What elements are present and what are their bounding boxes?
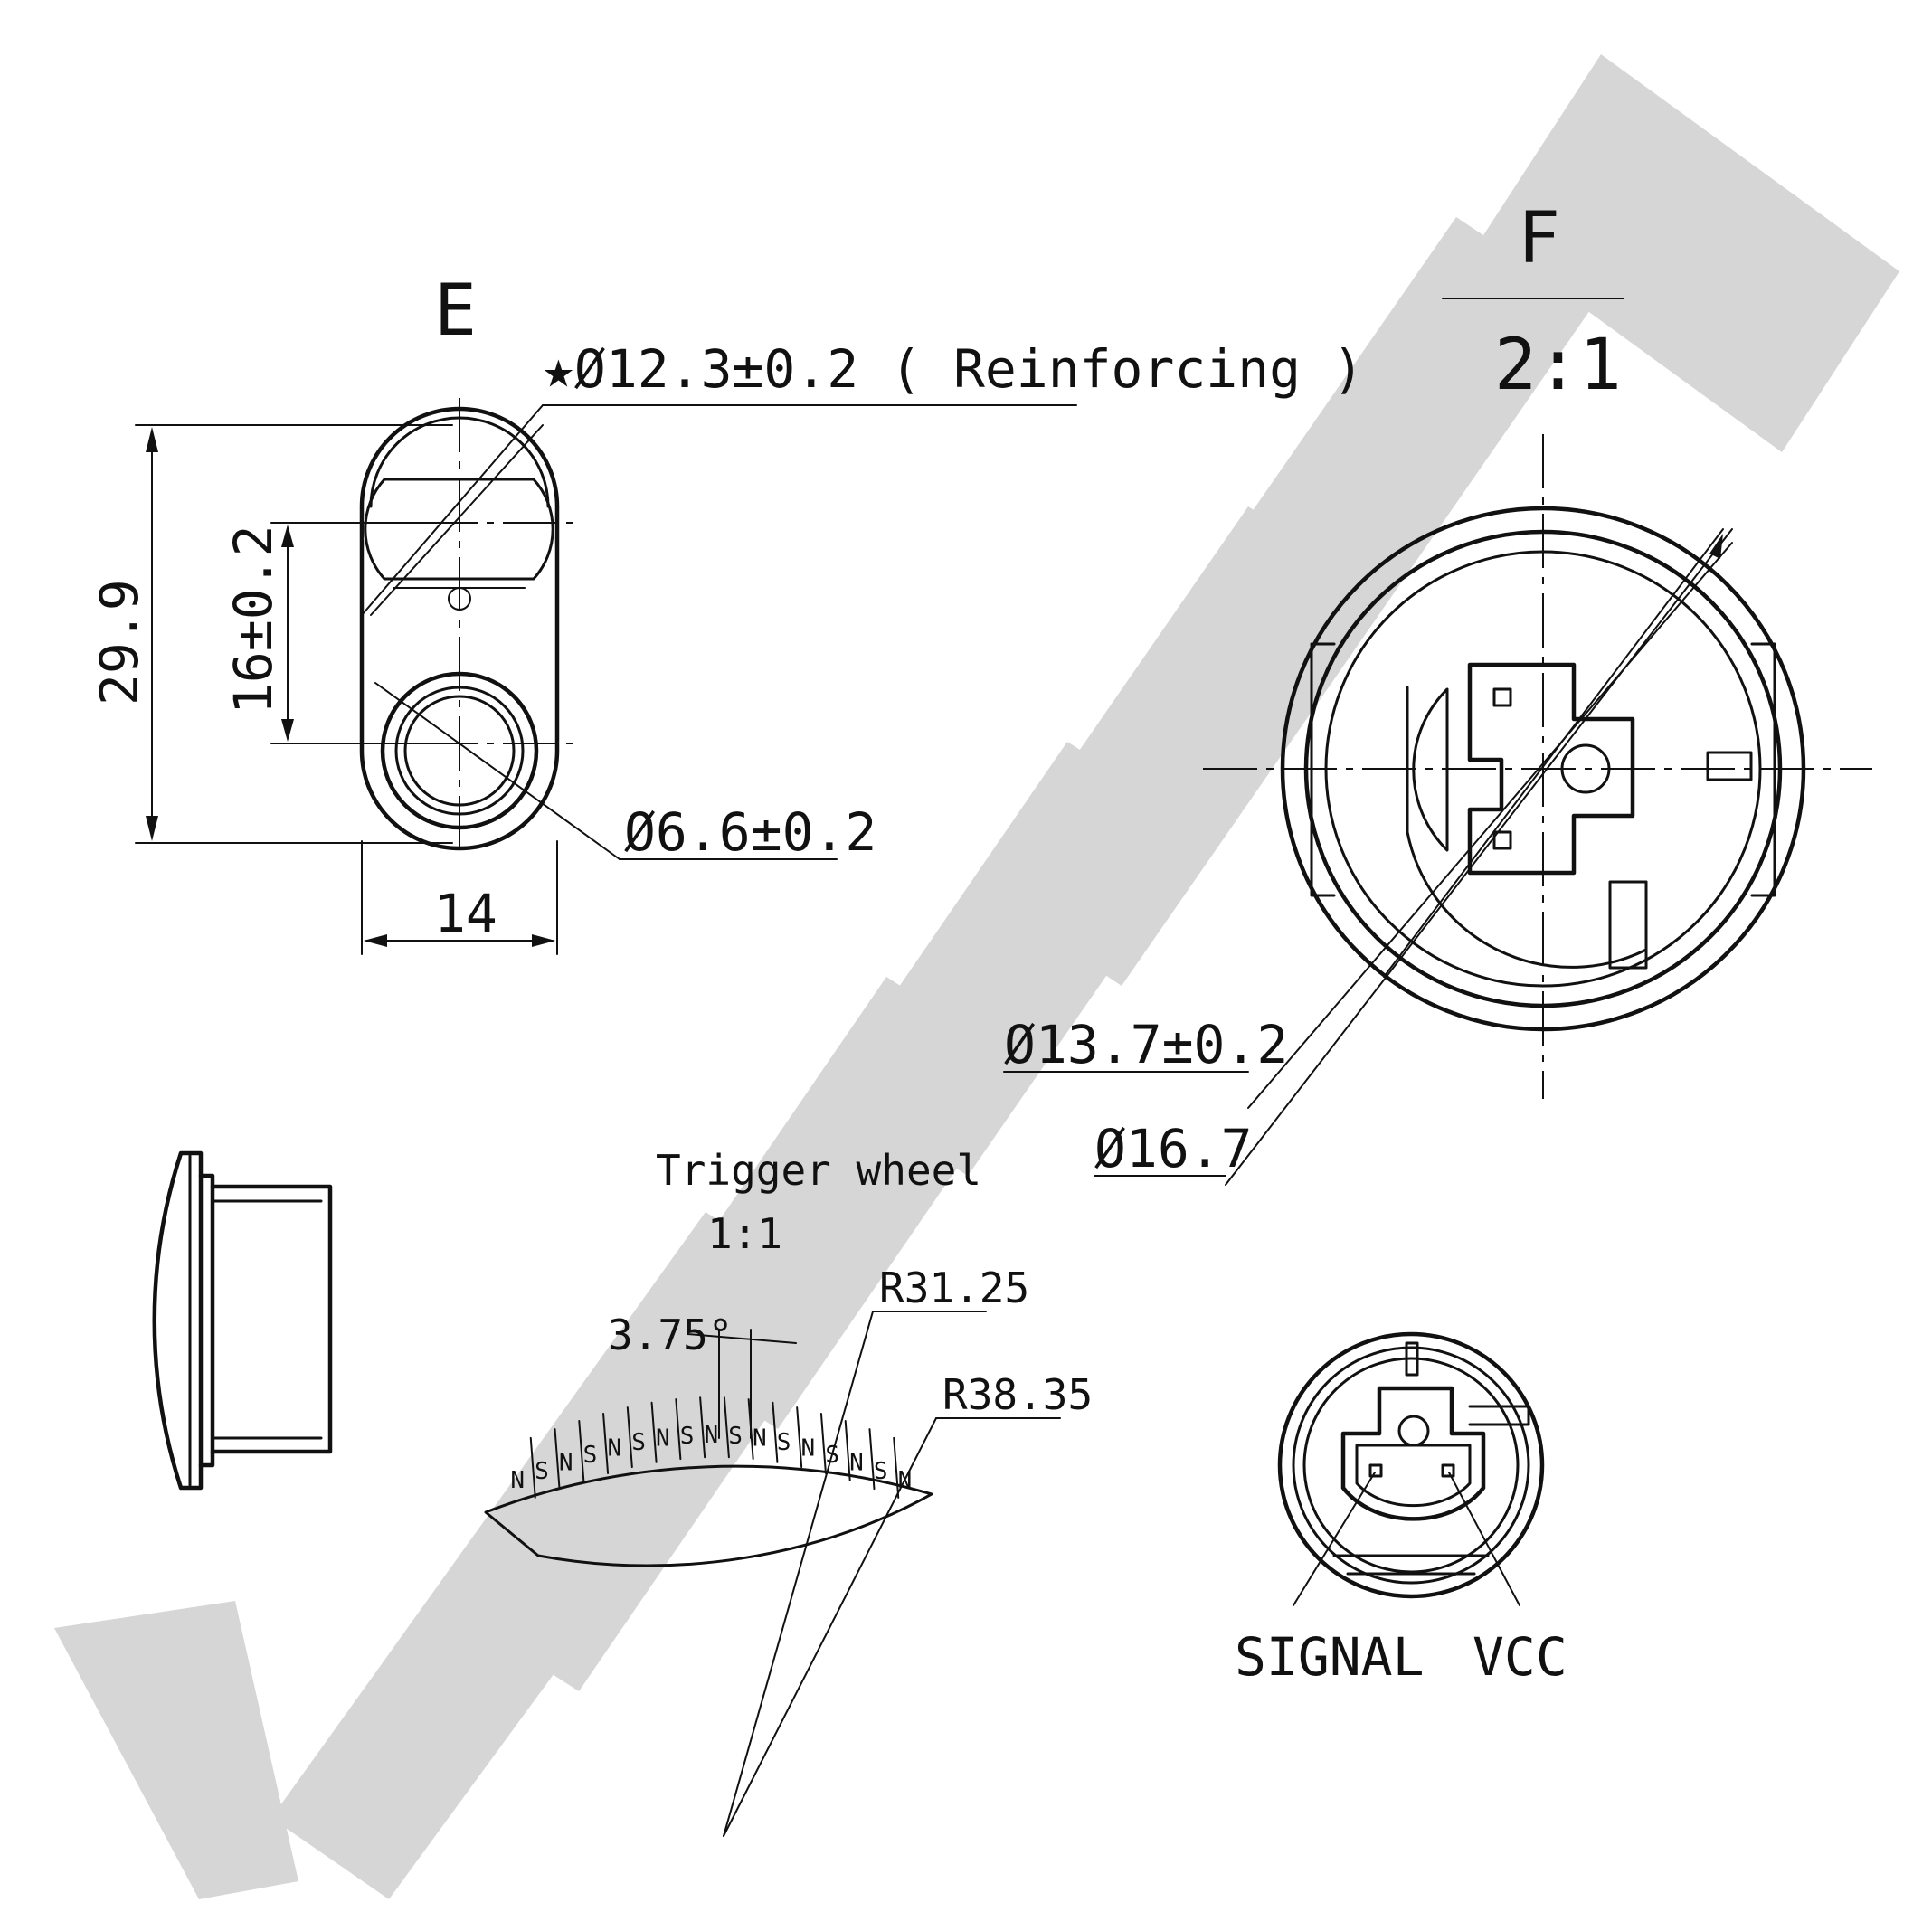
reinforcing-note: ★Ø12.3±0.2 ( Reinforcing ) xyxy=(543,338,1364,400)
pole-divider xyxy=(893,1436,900,1499)
pole-label: N xyxy=(510,1467,525,1494)
pole-label: S xyxy=(777,1429,791,1456)
pole-label: N xyxy=(801,1434,816,1462)
pole-label: S xyxy=(535,1458,549,1485)
pole-label: S xyxy=(728,1423,743,1450)
watermark-logo xyxy=(54,54,1899,1899)
pole-divider xyxy=(626,1406,633,1469)
radius-inner: R31.25 xyxy=(879,1264,1029,1312)
width-dim: 14 xyxy=(434,883,497,944)
pole-divider xyxy=(699,1396,706,1459)
view-f-terminal-block xyxy=(1467,662,1635,876)
pole-divider xyxy=(675,1398,682,1461)
side-view-body xyxy=(152,1150,204,1491)
view-e: E ★Ø12.3±0.2 ( Reinforcing ) 29.9 xyxy=(89,270,1364,955)
pole-label: S xyxy=(583,1442,598,1469)
outer-dia-dim: Ø16.7 xyxy=(1094,1118,1253,1179)
pole-divider xyxy=(772,1401,779,1463)
connector-outer-ring xyxy=(1277,1331,1545,1599)
trigger-wheel-scale: 1:1 xyxy=(707,1209,782,1258)
pole-divider xyxy=(723,1396,730,1459)
pole-label: N xyxy=(656,1425,670,1453)
pole-label: S xyxy=(631,1429,646,1456)
inner-dia-dim: Ø13.7±0.2 xyxy=(1004,1014,1288,1075)
pole-label: N xyxy=(753,1425,767,1453)
trigger-wheel-title: Trigger wheel xyxy=(656,1146,981,1195)
angle-dim: 3.75° xyxy=(608,1311,733,1359)
radius-outer: R38.35 xyxy=(942,1370,1093,1419)
side-view xyxy=(152,1150,333,1491)
height-dim: 29.9 xyxy=(89,579,150,705)
view-f: F 2:1 Ø13.7±0.2 Ø16.7 xyxy=(1003,198,1872,1186)
pole-divider xyxy=(796,1406,803,1469)
view-e-title: E xyxy=(434,270,477,352)
pole-divider xyxy=(602,1412,610,1474)
pole-divider xyxy=(819,1412,827,1474)
pole-label: N xyxy=(705,1422,719,1449)
pole-divider xyxy=(554,1428,561,1491)
pole-label: N xyxy=(607,1434,621,1462)
pole-label: N xyxy=(849,1449,864,1476)
pole-divider xyxy=(578,1420,585,1482)
view-f-scale: 2:1 xyxy=(1494,325,1622,406)
vcc-label: VCC xyxy=(1473,1626,1567,1688)
hole-dim: Ø6.6±0.2 xyxy=(624,801,876,863)
pole-divider xyxy=(868,1428,876,1491)
pole-divider xyxy=(650,1401,658,1463)
trigger-wheel-sector xyxy=(484,1464,933,1567)
pitch-dim: 16±0.2 xyxy=(223,525,284,715)
view-e-body xyxy=(359,406,560,851)
pole-label: N xyxy=(559,1449,573,1476)
pole-divider xyxy=(844,1420,851,1482)
pole-label: S xyxy=(680,1423,695,1450)
connector-view: SIGNAL VCC xyxy=(1235,1331,1567,1688)
pole-divider xyxy=(529,1436,536,1499)
signal-label: SIGNAL xyxy=(1235,1626,1425,1688)
view-f-title: F xyxy=(1518,198,1560,279)
pole-label: S xyxy=(874,1458,888,1485)
